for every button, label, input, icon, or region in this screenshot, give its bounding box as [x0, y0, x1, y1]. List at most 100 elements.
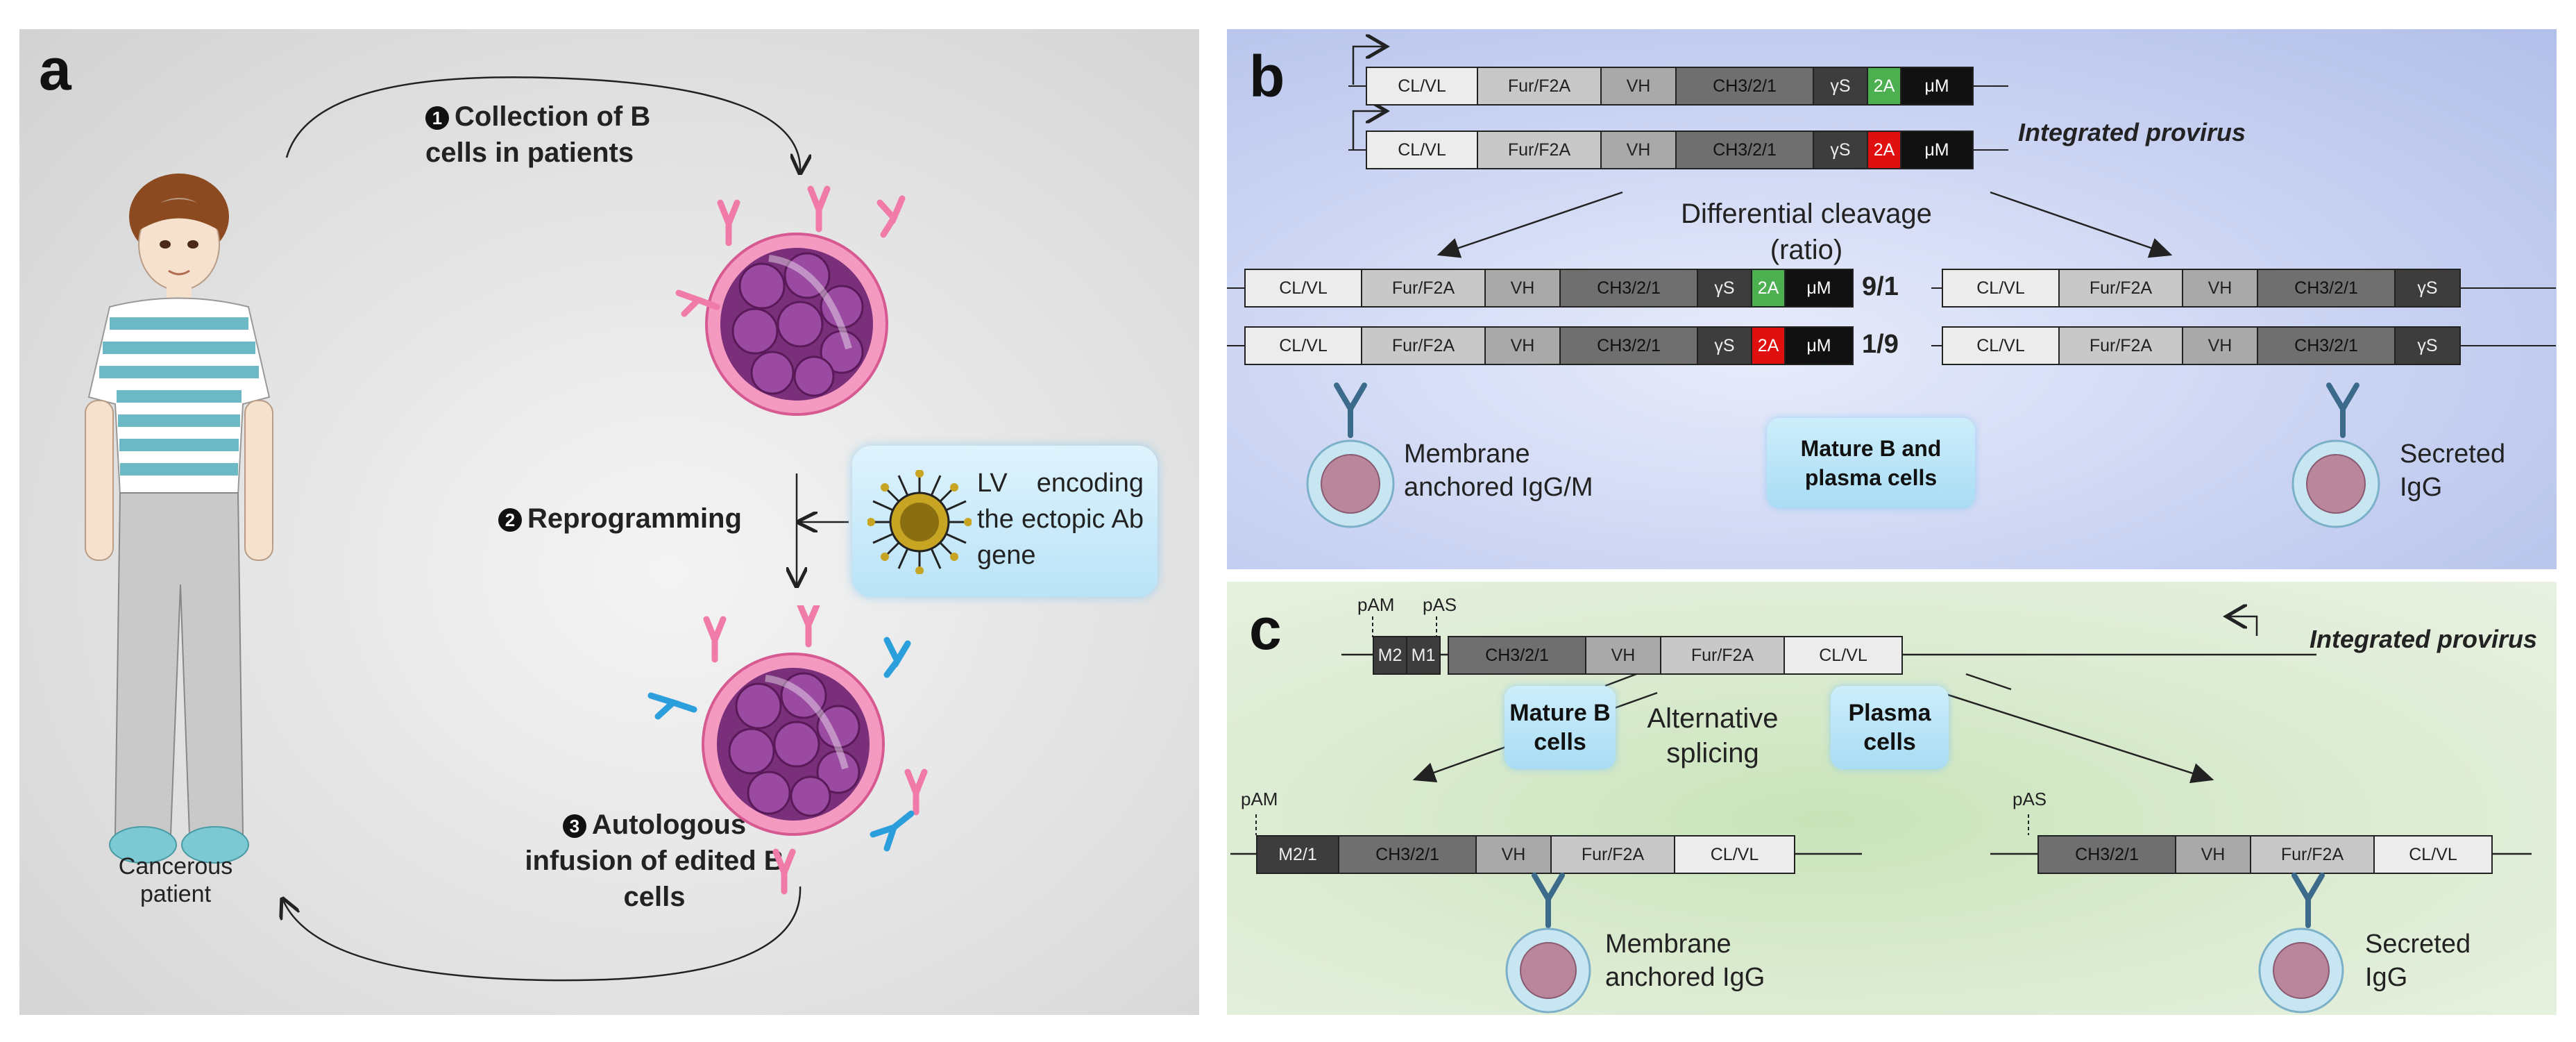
- seg-ys: γS: [1697, 269, 1752, 308]
- seg-vh: VH: [1475, 835, 1552, 874]
- dna-line: [1227, 287, 1255, 289]
- seg-2a-red: 2A: [1751, 326, 1786, 365]
- step1-number-badge: 1: [425, 106, 449, 131]
- seg-fur-f2a: Fur/F2A: [2058, 269, 2183, 308]
- secreted-igg-label: Secreted IgG: [2400, 439, 2506, 502]
- seg-ch: CH3/2/1: [2257, 326, 2396, 365]
- secreting-cell-icon: [2291, 383, 2380, 528]
- seg-vh: VH: [2182, 269, 2258, 308]
- integrated-provirus-label: Integrated provirus: [2018, 118, 2246, 146]
- seg-cl-vl: CL/VL: [1244, 326, 1362, 365]
- seg-ch: CH3/2/1: [1448, 636, 1586, 675]
- panel-a: a Cancerous patient: [19, 29, 1199, 1015]
- seg-cl-vl: CL/VL: [1942, 326, 2060, 365]
- pam-label: pAM: [1357, 594, 1395, 615]
- ratio-9-1: 9/1: [1862, 272, 1899, 301]
- panel-letter: c: [1249, 596, 1282, 662]
- seg-fur-f2a: Fur/F2A: [2250, 835, 2375, 874]
- seg-2a-green: 2A: [1751, 269, 1786, 308]
- step3-number-badge: 3: [562, 814, 586, 839]
- integrated-provirus-label: Integrated provirus: [2310, 625, 2538, 653]
- seg-ys: γS: [2394, 326, 2461, 365]
- lv-vector-box: LV encoding the ectopic Ab gene: [852, 446, 1158, 597]
- plasma-cells-box: Plasma cells: [1831, 686, 1949, 769]
- secreted-igg-label: Secreted IgG: [2365, 930, 2471, 992]
- seg-cl-vl: CL/VL: [1674, 835, 1795, 874]
- seg-ch: CH3/2/1: [1559, 326, 1698, 365]
- panel-a-arrows: [19, 76, 849, 982]
- seg-ys: γS: [1697, 326, 1752, 365]
- dna-line: [1974, 149, 2008, 151]
- panel-c: c pAM pAS M2 M1 CH3/2/1 VH Fur/F2A CL/VL…: [1227, 582, 2557, 1015]
- seg-cl-vl: CL/VL: [1244, 269, 1362, 308]
- seg-cl-vl: CL/VL: [1942, 269, 2060, 308]
- seg-vh: VH: [1585, 636, 1661, 675]
- mature-b-cells-box: Mature B cells: [1505, 686, 1616, 769]
- seg-fur-f2a: Fur/F2A: [1660, 636, 1785, 675]
- seg-fur-f2a: Fur/F2A: [1550, 835, 1675, 874]
- membrane-anchored-label: Membrane anchored IgG: [1605, 930, 1765, 992]
- seg-cl-vl: CL/VL: [1366, 67, 1478, 106]
- seg-ys: γS: [1813, 131, 1868, 169]
- seg-vh: VH: [2175, 835, 2251, 874]
- seg-2a-red: 2A: [1867, 131, 1901, 169]
- seg-m2-1: M2/1: [1256, 835, 1339, 874]
- seg-ys: γS: [2394, 269, 2461, 308]
- seg-um: μM: [1900, 131, 1974, 169]
- pas-label: pAS: [1423, 594, 1457, 615]
- patient-label: Cancerous patient: [118, 853, 233, 907]
- dna-line: [1974, 85, 2008, 87]
- seg-m2: M2: [1373, 636, 1407, 675]
- panel-letter: a: [39, 37, 71, 102]
- seg-m1: M1: [1406, 636, 1441, 675]
- lv-vector-text: LV encoding the ectopic Ab gene: [977, 469, 1144, 570]
- seg-vh: VH: [1600, 131, 1677, 169]
- seg-ch: CH3/2/1: [1675, 131, 1814, 169]
- dna-line: [1227, 345, 1255, 346]
- lentivirus-icon: [867, 470, 972, 574]
- seg-fur-f2a: Fur/F2A: [1361, 326, 1486, 365]
- mature-b-plasma-box: Mature B and plasma cells: [1767, 418, 1975, 508]
- patient-figure: [85, 174, 273, 864]
- panel-b: b CL/VL Fur/F2A VH CH3/2/1 γS 2A μM CL/V…: [1227, 29, 2557, 569]
- seg-um: μM: [1900, 67, 1974, 106]
- seg-vh: VH: [1600, 67, 1677, 106]
- seg-2a-green: 2A: [1867, 67, 1901, 106]
- membrane-anchored-label: Membrane anchored IgG/M: [1404, 439, 1593, 502]
- pam-label: pAM: [1241, 789, 1278, 809]
- seg-vh: VH: [1484, 326, 1561, 365]
- seg-ch: CH3/2/1: [2257, 269, 2396, 308]
- seg-ch: CH3/2/1: [2037, 835, 2176, 874]
- seg-vh: VH: [2182, 326, 2258, 365]
- seg-fur-f2a: Fur/F2A: [1477, 67, 1602, 106]
- seg-vh: VH: [1484, 269, 1561, 308]
- b-cell-cluster-top: [675, 185, 906, 416]
- membrane-b-cell-icon: [1505, 873, 1591, 1014]
- dna-line: [1348, 149, 1369, 151]
- seg-um: μM: [1784, 269, 1854, 308]
- seg-ys: γS: [1813, 67, 1868, 106]
- panel-b-lines: [1352, 29, 2173, 258]
- seg-cl-vl: CL/VL: [1366, 131, 1478, 169]
- seg-cl-vl: CL/VL: [2373, 835, 2493, 874]
- seg-fur-f2a: Fur/F2A: [2058, 326, 2183, 365]
- differential-cleavage-label: Differential cleavage (ratio): [1681, 199, 1932, 265]
- pas-label: pAS: [2012, 789, 2047, 809]
- seg-fur-f2a: Fur/F2A: [1477, 131, 1602, 169]
- membrane-b-cell-icon: [1306, 383, 1395, 528]
- seg-ch: CH3/2/1: [1338, 835, 1477, 874]
- alternative-splicing-label: Alternative splicing: [1647, 703, 1779, 768]
- seg-ch: CH3/2/1: [1675, 67, 1814, 106]
- seg-ch: CH3/2/1: [1559, 269, 1698, 308]
- seg-um: μM: [1784, 326, 1854, 365]
- seg-cl-vl: CL/VL: [1783, 636, 1903, 675]
- step2-text: Reprogramming: [527, 503, 742, 534]
- step2-number-badge: 2: [498, 508, 522, 532]
- secreting-cell-icon: [2258, 873, 2344, 1014]
- ratio-1-9: 1/9: [1862, 330, 1899, 359]
- step1-text: Collection of B cells in patients: [425, 101, 651, 168]
- b-cell-cluster-edited: [647, 605, 928, 895]
